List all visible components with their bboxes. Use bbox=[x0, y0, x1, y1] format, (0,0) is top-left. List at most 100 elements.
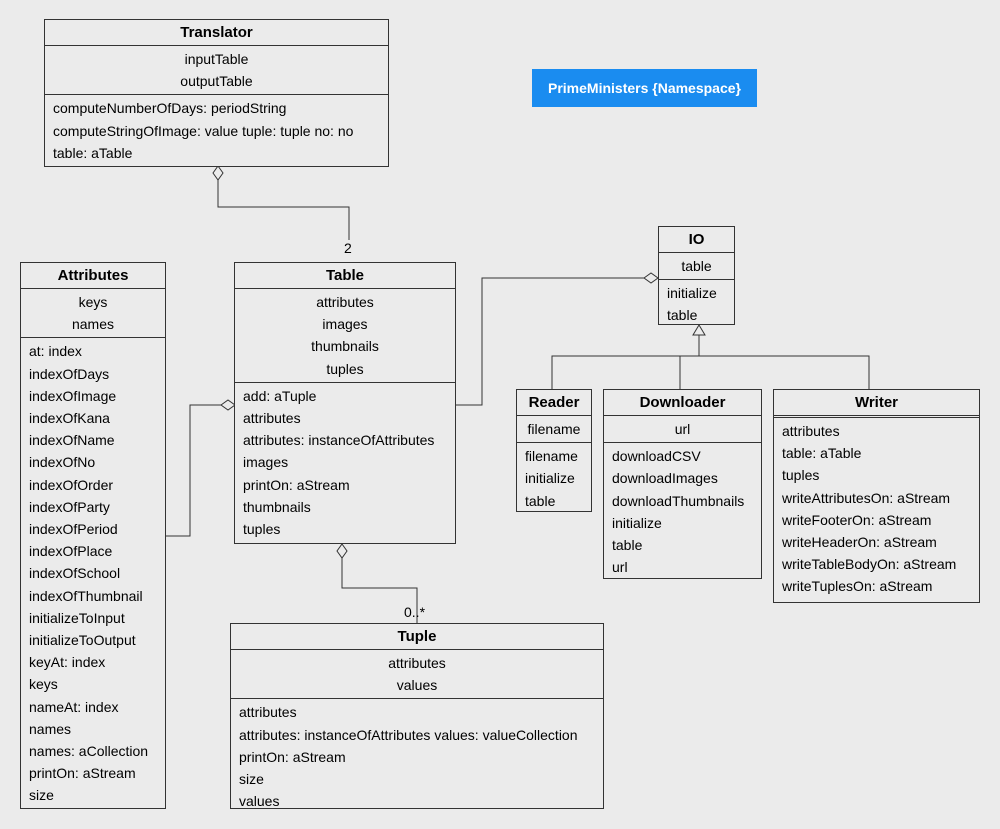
table-operation: images bbox=[243, 454, 289, 471]
namespace-label: PrimeMinisters {Namespace} bbox=[532, 69, 757, 107]
downloader-operation: downloadThumbnails bbox=[612, 492, 745, 509]
multiplicity-translator-table: 2 bbox=[344, 240, 352, 256]
writer-class-name: Writer bbox=[774, 390, 979, 418]
downloader-operation: url bbox=[612, 559, 628, 576]
edge-inheritance-branch bbox=[551, 355, 870, 389]
table-attribute: thumbnails bbox=[311, 338, 379, 355]
table-attribute: attributes bbox=[316, 294, 374, 310]
writer-operation: writeTuplesOn: aStream bbox=[782, 578, 933, 595]
attributes-operation: indexOfSchool bbox=[29, 565, 121, 582]
diamond-attributes bbox=[220, 399, 236, 411]
attributes-operation: indexOfImage bbox=[29, 387, 117, 404]
tuple-attribute: attributes bbox=[388, 655, 446, 671]
writer-operation: writeAttributesOn: aStream bbox=[782, 489, 951, 506]
class-translator[interactable]: Translator inputTable outputTable computeNu… bbox=[44, 19, 389, 167]
attributes-operation: size bbox=[29, 787, 54, 804]
attributes-operation: keys bbox=[29, 676, 58, 693]
table-class-name: Table bbox=[235, 263, 455, 289]
class-attributes[interactable]: Attributes keys names at: index indexOfDays i… bbox=[20, 262, 166, 809]
writer-operation: writeTableBodyOn: aStream bbox=[782, 556, 957, 573]
io-operation: initialize bbox=[667, 285, 717, 302]
translator-operation: table: aTable bbox=[53, 144, 133, 161]
attributes-operation: indexOfThumbnail bbox=[29, 587, 143, 604]
tuple-attribute: values bbox=[396, 677, 438, 694]
attributes-operation: indexOfKana bbox=[29, 410, 110, 427]
table-operation: attributes bbox=[243, 410, 301, 427]
class-writer[interactable]: Writer attributes table: aTable tuples write… bbox=[773, 389, 980, 603]
attributes-operation: keyAt: index bbox=[29, 654, 106, 671]
class-table[interactable]: Table attributes images thumbnails tuples add… bbox=[234, 262, 456, 544]
reader-operation: initialize bbox=[525, 470, 575, 487]
attributes-operation: indexOfPeriod bbox=[29, 521, 118, 538]
reader-class-name: Reader bbox=[517, 390, 591, 416]
tuple-operation: size bbox=[239, 771, 264, 788]
translator-attribute: outputTable bbox=[180, 73, 253, 90]
tuple-class-name: Tuple bbox=[231, 624, 603, 650]
reader-operation: table bbox=[525, 492, 556, 509]
table-attribute: images bbox=[322, 316, 368, 333]
attributes-attribute: keys bbox=[78, 294, 108, 310]
downloader-operation: initialize bbox=[612, 514, 662, 531]
reader-operations-section: filename initialize table bbox=[517, 443, 591, 514]
attributes-operation: indexOfOrder bbox=[29, 476, 114, 493]
downloader-attributes-section: url bbox=[604, 416, 761, 444]
table-operation: printOn: aStream bbox=[243, 476, 350, 493]
translator-operation: computeNumberOfDays: periodString bbox=[53, 100, 287, 117]
attributes-operation: at: index bbox=[29, 343, 82, 360]
attributes-operation: indexOfPlace bbox=[29, 543, 113, 560]
writer-operation: table: aTable bbox=[782, 445, 862, 462]
tuple-operation: attributes bbox=[239, 704, 297, 721]
writer-operation: attributes bbox=[782, 423, 840, 439]
table-operations-section: add: aTuple attributes attributes: instanc… bbox=[235, 383, 455, 542]
tuple-operation: printOn: aStream bbox=[239, 748, 346, 765]
reader-attributes-section: filename bbox=[517, 416, 591, 444]
translator-attribute: inputTable bbox=[184, 51, 249, 67]
diamond-translator bbox=[212, 165, 224, 181]
io-attributes-section: table bbox=[659, 253, 734, 281]
downloader-attribute: url bbox=[674, 421, 691, 437]
attributes-class-name: Attributes bbox=[21, 263, 165, 289]
multiplicity-table-tuple: 0..* bbox=[404, 604, 426, 620]
translator-attributes-section: inputTable outputTable bbox=[45, 46, 388, 96]
table-operation: thumbnails bbox=[243, 498, 311, 515]
attributes-operations-section: at: index indexOfDays indexOfImage indexOfK… bbox=[21, 338, 165, 808]
reader-operation: filename bbox=[525, 448, 578, 465]
attributes-operation: initializeToInput bbox=[29, 609, 125, 626]
downloader-class-name: Downloader bbox=[604, 390, 761, 416]
translator-class-name: Translator bbox=[45, 20, 388, 46]
writer-operation: writeFooterOn: aStream bbox=[782, 511, 932, 528]
attributes-operation: names: aCollection bbox=[29, 743, 149, 760]
table-operation: add: aTuple bbox=[243, 387, 317, 404]
tuple-attributes-section: attributes values bbox=[231, 650, 603, 700]
attributes-operation: nameAt: index bbox=[29, 698, 119, 715]
class-reader[interactable]: Reader filename filename initialize table bbox=[516, 389, 592, 512]
tuple-operation: values bbox=[239, 793, 280, 810]
io-attribute: table bbox=[681, 258, 712, 274]
writer-operations-section: attributes table: aTable tuples writeAttrib… bbox=[774, 418, 979, 600]
edge-io-table bbox=[456, 277, 644, 406]
table-attribute: tuples bbox=[326, 360, 364, 377]
downloader-operation: downloadCSV bbox=[612, 448, 701, 465]
writer-operation: tuples bbox=[782, 467, 820, 484]
edge-attributes-table bbox=[166, 404, 221, 537]
downloader-operation: table bbox=[612, 537, 643, 554]
attributes-operation: printOn: aStream bbox=[29, 765, 136, 782]
attributes-operation: indexOfName bbox=[29, 432, 115, 449]
table-operation: attributes: instanceOfAttributes bbox=[243, 432, 435, 449]
writer-operation: writeHeaderOn: aStream bbox=[782, 534, 937, 551]
edge-translator-table bbox=[217, 180, 350, 240]
diamond-table bbox=[336, 543, 348, 559]
reader-attribute: filename bbox=[527, 421, 581, 437]
table-attributes-section: attributes images thumbnails tuples bbox=[235, 289, 455, 383]
attributes-operation: initializeToOutput bbox=[29, 632, 136, 649]
attributes-operation: indexOfDays bbox=[29, 365, 110, 382]
attributes-attribute: names bbox=[71, 316, 115, 333]
attributes-operation: names bbox=[29, 720, 72, 737]
